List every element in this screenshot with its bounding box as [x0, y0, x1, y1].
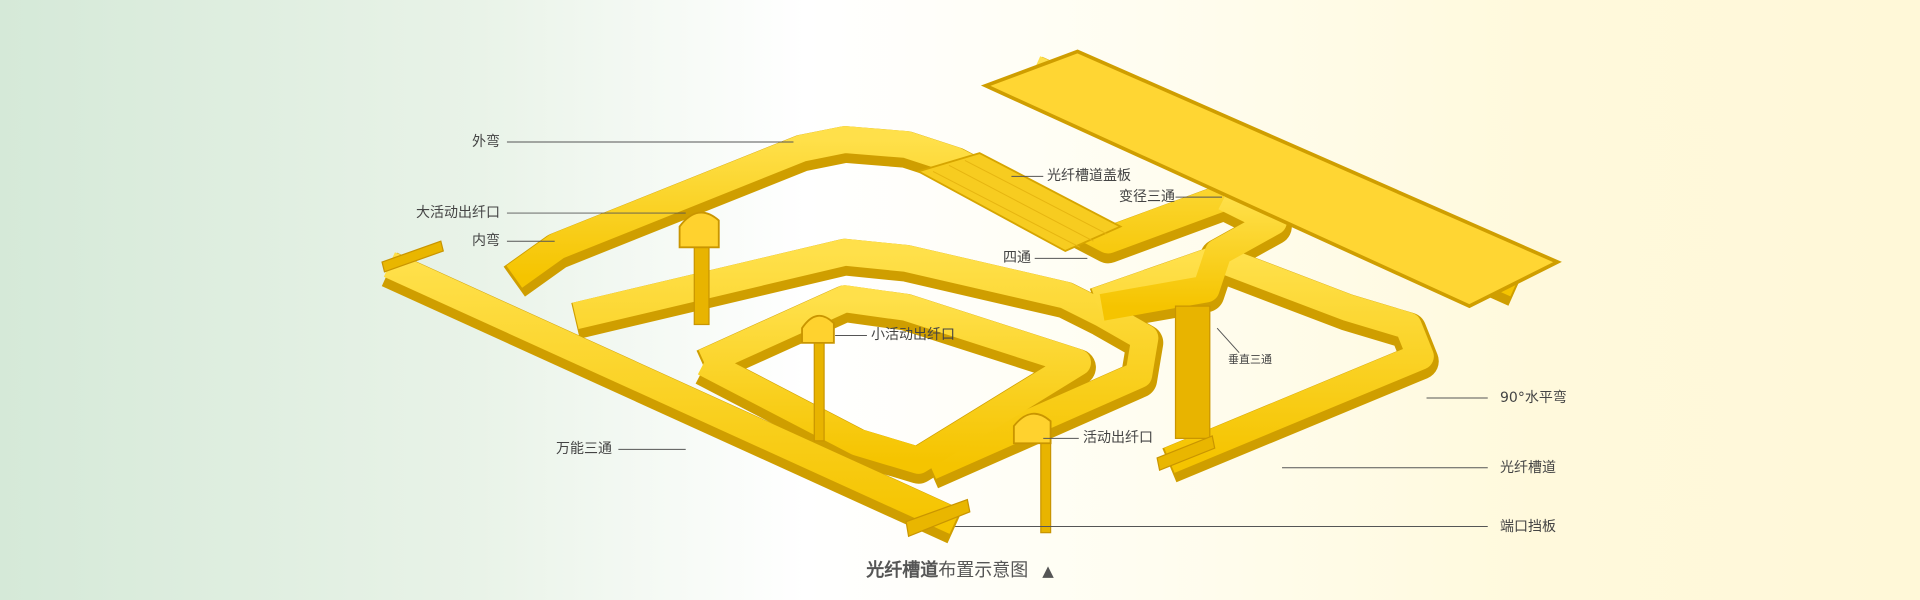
caption-normal: 布置示意图: [938, 560, 1029, 581]
label-inner-bend: 内弯: [472, 233, 500, 249]
large-outlet-cap: [678, 211, 720, 249]
label-end-cap: 端口挡板: [1500, 519, 1556, 535]
end-cap-lower-right: [1156, 435, 1216, 472]
outlet-drop: [1040, 434, 1052, 534]
end-cap-bottom: [905, 498, 971, 538]
label-small-fiber-outlet: 小活动出纤口: [871, 327, 955, 343]
label-universal-tee: 万能三通: [556, 441, 612, 457]
label-fiber-trough: 光纤槽道: [1500, 460, 1556, 476]
diagram-caption: 光纤槽道布置示意图 ▲: [0, 556, 1920, 582]
label-fiber-outlet: 活动出纤口: [1083, 430, 1153, 446]
label-cross: 四通: [1003, 250, 1031, 266]
leader-lines: [506, 141, 1488, 528]
label-vertical-tee: 垂直三通: [1228, 353, 1272, 366]
outlet-cap: [1012, 412, 1052, 445]
small-outlet-cap: [801, 315, 835, 344]
label-outer-bend: 外弯: [472, 134, 500, 150]
label-large-fiber-outlet: 大活动出纤口: [416, 205, 500, 221]
small-outlet-drop: [813, 330, 825, 442]
caption-bold: 光纤槽道: [866, 560, 939, 581]
label-trough-cover: 光纤槽道盖板: [1047, 168, 1131, 184]
label-90-horizontal-bend: 90°水平弯: [1500, 390, 1567, 406]
triangle-up-icon: ▲: [1042, 562, 1054, 580]
end-cap-left: [381, 240, 444, 273]
label-reducing-tee: 变径三通: [1119, 189, 1175, 205]
wide-trough: [980, 49, 1562, 309]
vertical-tee-riser: [1174, 305, 1211, 439]
